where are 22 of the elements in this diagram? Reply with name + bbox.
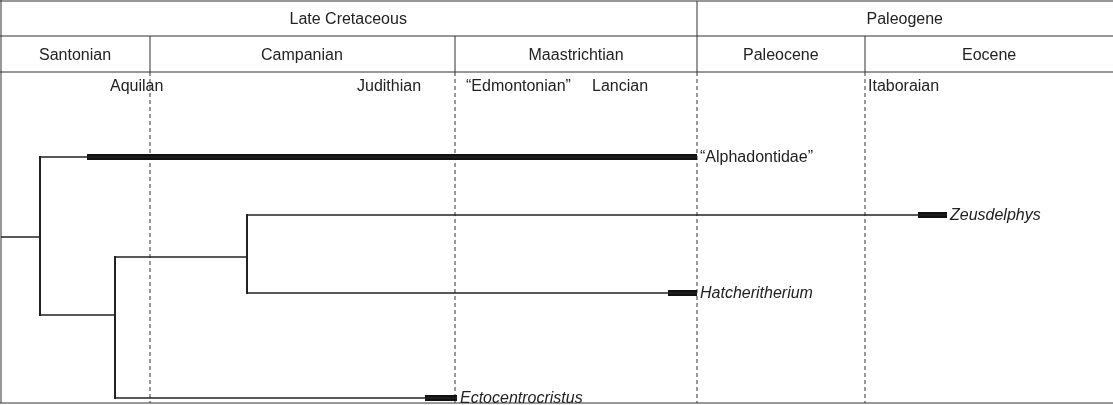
age-label: Paleocene [743,46,819,64]
age-label: Campanian [261,46,343,64]
faunal-stage-label: Lancian [592,77,649,95]
taxon-label: Hatcheritherium [700,284,813,302]
taxon-label: Zeusdelphys [950,206,1041,224]
branch-line [40,314,115,316]
taxon-label: “Alphadontidae” [700,148,813,166]
age-label: Santonian [39,46,112,64]
age-label: Eocene [962,46,1017,64]
faunal-stage-label: “Edmontonian” [466,77,571,95]
taxon-label: Ectocentrocristus [460,389,583,405]
branch-line [247,292,698,294]
age-label: Maastrichtian [528,46,624,64]
faunal-stage-label: Itaboraian [868,77,940,95]
period-label: Paleogene [866,10,943,28]
branch-line [115,397,458,399]
branch-line [0,236,40,238]
faunal-stage-label: Aquilan [110,77,164,95]
period-label: Late Cretaceous [289,10,407,28]
branch-line [247,214,948,216]
branch-line [115,256,247,258]
faunal-stage-label: Judithian [357,77,422,95]
